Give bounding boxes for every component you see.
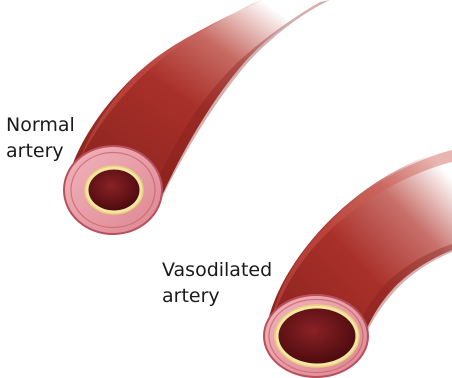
vasodilated-artery-label-line2: artery bbox=[162, 283, 272, 309]
vasodilated-artery-label-line1: Vasodilated bbox=[162, 257, 272, 283]
normal-artery bbox=[64, 0, 330, 234]
normal-artery-label-line2: artery bbox=[6, 138, 75, 164]
normal-artery-label-line1: Normal bbox=[6, 112, 75, 138]
vasodilated-artery bbox=[264, 148, 452, 377]
vasodilated-artery-label: Vasodilated artery bbox=[162, 257, 272, 309]
normal-artery-label: Normal artery bbox=[6, 112, 75, 164]
normal-artery-lumen bbox=[89, 170, 140, 211]
vasodilated-artery-lumen bbox=[279, 309, 356, 364]
